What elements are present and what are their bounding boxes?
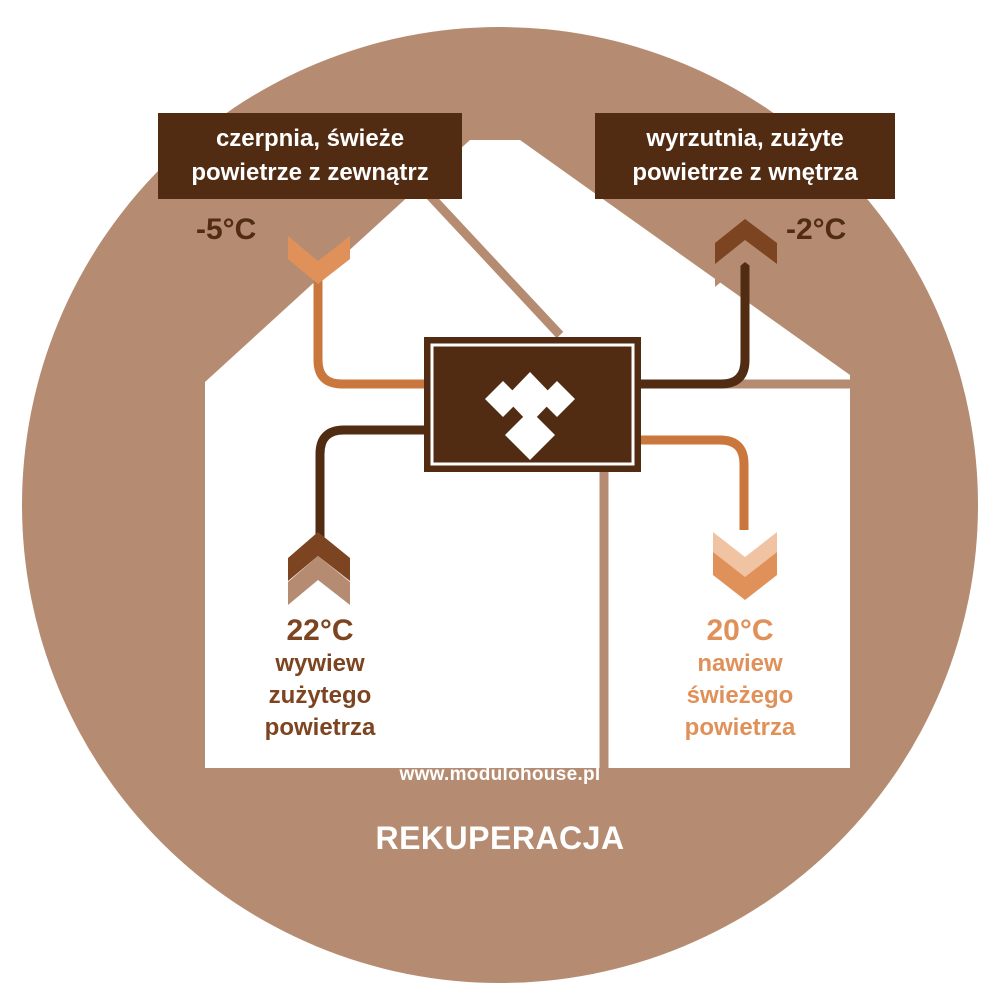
supply-chevron-down-icon (713, 532, 777, 600)
intake-chevron-down-icon (288, 215, 350, 284)
exhaust-label-line1: wyrzutnia, zużyte (646, 125, 844, 152)
extract-label: 22°C wywiew zużytego powietrza (220, 614, 420, 744)
supply-line3: powietrza (684, 714, 796, 741)
exhaust-temperature: -2°C (786, 213, 847, 246)
extract-line1: wywiew (275, 650, 365, 677)
extract-line3: powietrza (264, 714, 376, 741)
supply-label: 20°C nawiew świeżego powietrza (640, 614, 840, 744)
exhaust-label: wyrzutnia, zużyte powietrze z wnętrza (595, 113, 895, 199)
exhaust-chevron-up-icon (715, 219, 777, 287)
supply-line2: świeżego (686, 682, 794, 709)
website-url: www.modulohouse.pl (399, 764, 601, 785)
exhaust-label-line2: powietrze z wnętrza (632, 159, 858, 186)
supply-temperature: 20°C (706, 614, 774, 647)
extract-chevron-up-icon (288, 532, 350, 605)
intake-label-line1: czerpnia, świeże (215, 125, 405, 152)
intake-label: czerpnia, świeże powietrze z zewnątrz (158, 113, 462, 199)
diagram-title: REKUPERACJA (375, 820, 625, 856)
intake-label-line2: powietrze z zewnątrz (191, 159, 429, 186)
extract-line2: zużytego (268, 682, 372, 709)
supply-line1: nawiew (697, 650, 783, 677)
intake-temperature: -5°C (196, 213, 257, 246)
extract-temperature: 22°C (286, 614, 354, 647)
heat-exchanger-icon (424, 337, 641, 472)
